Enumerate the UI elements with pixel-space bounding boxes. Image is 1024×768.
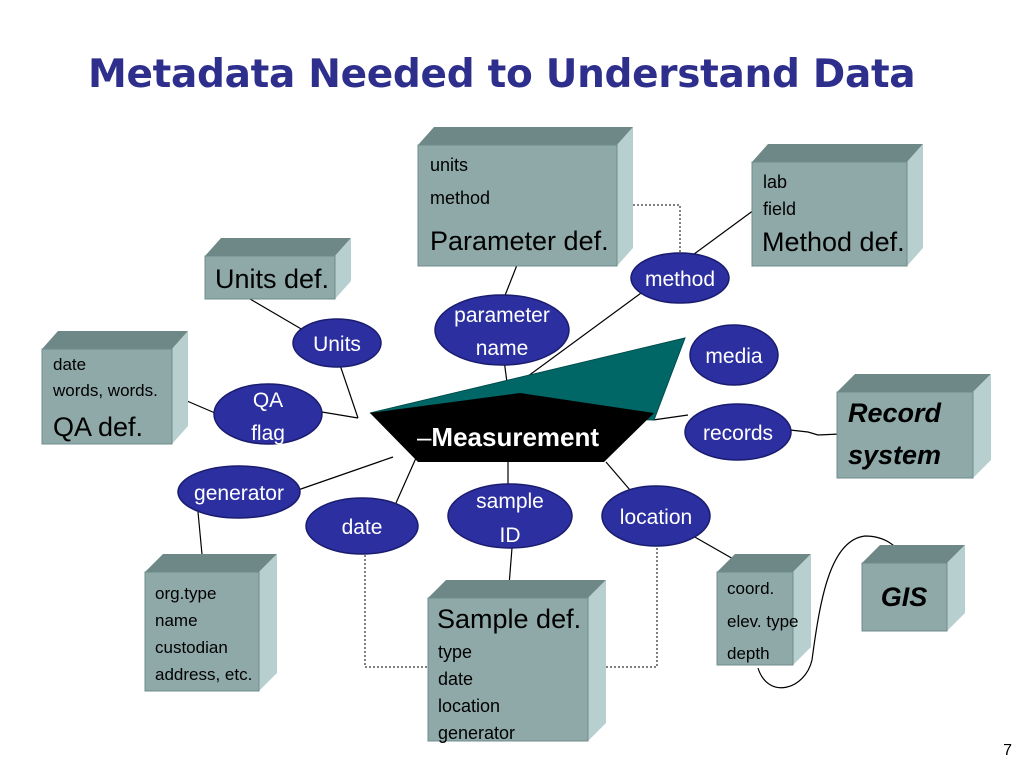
qa-def-label: QA def. bbox=[53, 412, 143, 442]
oval-qa-flag[interactable]: QA flag bbox=[213, 383, 323, 445]
oval-location[interactable]: location bbox=[601, 485, 711, 547]
qa-small-2: words, words. bbox=[52, 381, 158, 400]
oval-sample-id[interactable]: sample ID bbox=[447, 483, 573, 549]
oval-date-label: date bbox=[342, 516, 383, 539]
sample-def-label: Sample def. bbox=[437, 604, 581, 634]
oval-parameter-label-2: name bbox=[476, 337, 529, 360]
generator-line-4: address, etc. bbox=[155, 665, 252, 684]
record-system-line-2: system bbox=[848, 440, 941, 470]
method-small-2: field bbox=[763, 199, 796, 219]
generator-line-3: custodian bbox=[155, 638, 228, 657]
oval-qa-label-1: QA bbox=[253, 389, 283, 412]
oval-sample-label-2: ID bbox=[500, 524, 521, 547]
location-line-2: elev. type bbox=[727, 612, 799, 631]
record-system-line-1: Record bbox=[848, 398, 942, 428]
oval-generator[interactable]: generator bbox=[177, 465, 301, 519]
oval-media[interactable]: media bbox=[689, 324, 779, 386]
oval-sample-label-1: sample bbox=[476, 490, 544, 513]
oval-media-label: media bbox=[705, 345, 763, 368]
qa-small-1: date bbox=[53, 355, 86, 374]
gis-label: GIS bbox=[881, 582, 928, 612]
parameter-small-2: method bbox=[430, 188, 490, 208]
generator-line-1: org.type bbox=[155, 584, 216, 603]
method-def-label: Method def. bbox=[762, 227, 905, 257]
location-line-3: depth bbox=[727, 644, 770, 663]
sample-def-box: Sample def. type date location generator bbox=[427, 580, 606, 743]
qa-def-box: date words, words. QA def. bbox=[41, 331, 188, 445]
parameter-small-1: units bbox=[430, 155, 468, 175]
oval-generator-label: generator bbox=[194, 482, 284, 505]
oval-records-label: records bbox=[703, 422, 773, 445]
oval-units[interactable]: Units bbox=[292, 318, 382, 368]
oval-parameter-name[interactable]: parameter name bbox=[434, 294, 570, 366]
oval-date[interactable]: date bbox=[305, 497, 419, 555]
generator-line-2: name bbox=[155, 611, 198, 630]
oval-units-label: Units bbox=[313, 333, 361, 356]
units-def-label: Units def. bbox=[215, 264, 329, 294]
sample-small-1: type bbox=[438, 642, 472, 662]
gis-box: GIS bbox=[861, 545, 965, 632]
oval-method-label: method bbox=[645, 268, 715, 291]
page-number: 7 bbox=[1003, 742, 1012, 759]
parameter-def-label: Parameter def. bbox=[430, 226, 609, 256]
oval-location-label: location bbox=[620, 506, 692, 529]
sample-small-4: generator bbox=[438, 723, 515, 743]
units-def-box: Units def. bbox=[204, 238, 351, 300]
method-small-1: lab bbox=[763, 172, 787, 192]
oval-method[interactable]: method bbox=[630, 252, 730, 304]
oval-records[interactable]: records bbox=[684, 403, 792, 461]
parameter-def-box: units method Parameter def. bbox=[417, 127, 633, 267]
measurement-label: –Measurement bbox=[417, 422, 599, 452]
oval-parameter-label-1: parameter bbox=[454, 304, 550, 327]
record-system-box: Record system bbox=[836, 374, 991, 479]
method-def-box: lab field Method def. bbox=[751, 144, 923, 267]
sample-small-2: date bbox=[438, 669, 473, 689]
measurement-shape[interactable] bbox=[370, 393, 654, 462]
sample-small-3: location bbox=[438, 696, 500, 716]
oval-qa-label-2: flag bbox=[251, 422, 285, 445]
generator-box: org.type name custodian address, etc. bbox=[144, 554, 277, 692]
location-line-1: coord. bbox=[727, 579, 774, 598]
location-details-box: coord. elev. type depth bbox=[716, 554, 811, 666]
slide-title: Metadata Needed to Understand Data bbox=[88, 52, 916, 97]
